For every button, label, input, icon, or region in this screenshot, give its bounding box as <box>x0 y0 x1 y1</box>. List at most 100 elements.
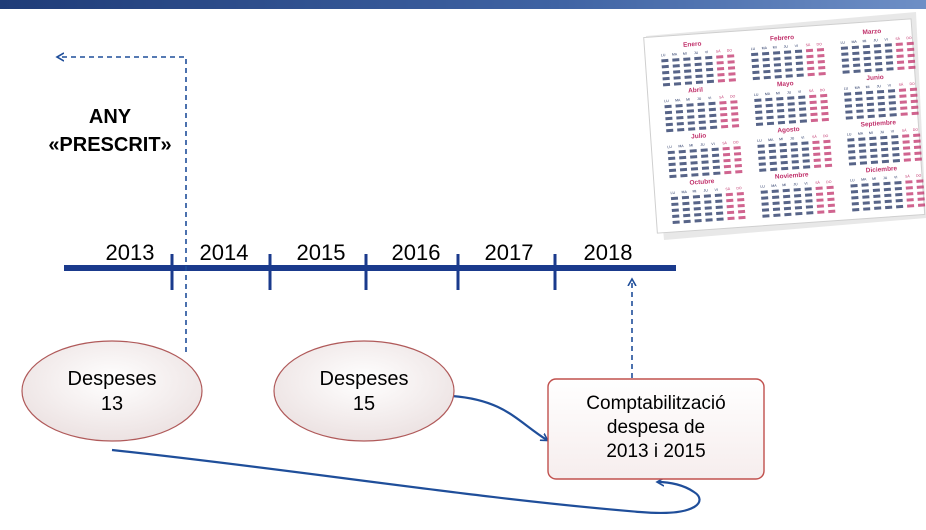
expense15-curve-arrow <box>451 394 547 440</box>
box-line-3: 2013 i 2015 <box>606 441 706 462</box>
svg-text:VI: VI <box>884 38 888 42</box>
expense-oval-15 <box>273 340 455 442</box>
svg-text:MA: MA <box>768 138 774 142</box>
svg-text:SÁ: SÁ <box>722 141 728 145</box>
calendar-month-title: Febrero <box>770 34 795 43</box>
svg-text:MA: MA <box>672 52 678 56</box>
svg-text:SÁ: SÁ <box>719 95 725 99</box>
svg-text:VI: VI <box>804 182 808 186</box>
svg-text:VI: VI <box>891 129 895 133</box>
svg-text:LU: LU <box>757 139 762 143</box>
svg-text:LU: LU <box>844 86 849 90</box>
svg-text:MI: MI <box>862 39 866 43</box>
svg-text:SÁ: SÁ <box>725 187 731 191</box>
svg-text:SÁ: SÁ <box>812 135 818 139</box>
year-label: 2015 <box>296 240 346 265</box>
calendar-month-title: Junio <box>866 74 884 82</box>
svg-text:JU: JU <box>793 182 798 186</box>
svg-text:JU: JU <box>883 176 888 180</box>
svg-text:SÁ: SÁ <box>895 37 901 41</box>
svg-text:DO: DO <box>816 42 822 46</box>
accounting-box <box>547 378 765 480</box>
calendar-month-title: Septiembre <box>860 119 896 128</box>
prescription-dashed-arrow <box>58 57 187 352</box>
svg-text:MA: MA <box>858 131 864 135</box>
svg-text:MI: MI <box>866 85 870 89</box>
svg-text:JU: JU <box>694 51 699 55</box>
svg-text:VI: VI <box>714 188 718 192</box>
svg-text:JU: JU <box>880 130 885 134</box>
svg-text:LU: LU <box>840 41 845 45</box>
svg-text:VI: VI <box>798 90 802 94</box>
expense-oval-13 <box>21 340 203 442</box>
svg-text:VI: VI <box>888 83 892 87</box>
calendar-month-title: Abril <box>688 87 703 95</box>
svg-text:DO: DO <box>820 88 826 92</box>
svg-text:MA: MA <box>855 86 861 90</box>
box-line-2: despesa de <box>606 417 706 438</box>
svg-text:LU: LU <box>670 191 675 195</box>
svg-text:SÁ: SÁ <box>902 128 908 132</box>
expense-label: Despeses <box>67 368 157 390</box>
svg-text:JU: JU <box>790 136 795 140</box>
expense13-curve-arrow <box>111 448 701 514</box>
svg-text:DO: DO <box>909 82 915 86</box>
calendar-month-title: Enero <box>683 41 702 49</box>
year-label: 2013 <box>105 240 155 265</box>
calendar-month-title: Marzo <box>862 28 881 36</box>
title-line-1: ANY <box>88 106 132 128</box>
svg-text:VI: VI <box>801 136 805 140</box>
top-banner <box>0 0 926 9</box>
calendar-month-title: Julio <box>691 132 707 140</box>
svg-text:DO: DO <box>736 186 742 190</box>
svg-text:MA: MA <box>851 40 857 44</box>
svg-text:MA: MA <box>762 46 768 50</box>
svg-text:MA: MA <box>771 184 777 188</box>
accounting-box-text: Comptabilització despesa de 2013 i 2015 <box>548 392 764 464</box>
expense-13-text: Despeses 13 <box>32 367 192 417</box>
calendar-month-title: Octubre <box>689 178 715 187</box>
svg-text:LU: LU <box>850 178 855 182</box>
svg-text:VI: VI <box>705 50 709 54</box>
calendar-month-title: Diciembre <box>866 165 898 174</box>
calendar-month-title: Mayo <box>777 80 794 88</box>
title-line-2: «PRESCRIT» <box>48 134 172 156</box>
year-label: 2016 <box>391 240 441 265</box>
calendar-month-title: Noviembre <box>775 171 809 180</box>
svg-text:MA: MA <box>681 190 687 194</box>
box-line-1: Comptabilització <box>586 393 726 414</box>
svg-text:MI: MI <box>683 52 687 56</box>
svg-text:LU: LU <box>751 47 756 51</box>
svg-text:MI: MI <box>869 131 873 135</box>
svg-text:JU: JU <box>787 90 792 94</box>
svg-text:SÁ: SÁ <box>805 43 811 47</box>
svg-text:LU: LU <box>661 53 666 57</box>
year-label: 2017 <box>484 240 534 265</box>
svg-text:JU: JU <box>703 188 708 192</box>
svg-text:VI: VI <box>708 96 712 100</box>
expense-year: 15 <box>352 393 376 415</box>
svg-text:MI: MI <box>779 137 783 141</box>
svg-text:DO: DO <box>913 128 919 132</box>
prescribed-year-title: ANY «PRESCRIT» <box>30 103 190 159</box>
svg-text:DO: DO <box>823 134 829 138</box>
svg-text:VI: VI <box>795 44 799 48</box>
svg-text:MI: MI <box>773 45 777 49</box>
svg-text:MI: MI <box>686 98 690 102</box>
expense-label: Despeses <box>319 368 409 390</box>
svg-text:MI: MI <box>872 177 876 181</box>
svg-text:MA: MA <box>678 144 684 148</box>
svg-text:MI: MI <box>776 91 780 95</box>
svg-text:MA: MA <box>765 92 771 96</box>
expense-15-text: Despeses 15 <box>284 367 444 417</box>
svg-text:JU: JU <box>873 38 878 42</box>
svg-text:MA: MA <box>675 98 681 102</box>
svg-text:LU: LU <box>847 132 852 136</box>
year-label: 2018 <box>583 240 633 265</box>
svg-text:JU: JU <box>700 143 705 147</box>
svg-text:DO: DO <box>916 174 922 178</box>
svg-text:SÁ: SÁ <box>905 174 911 178</box>
svg-text:DO: DO <box>730 94 736 98</box>
